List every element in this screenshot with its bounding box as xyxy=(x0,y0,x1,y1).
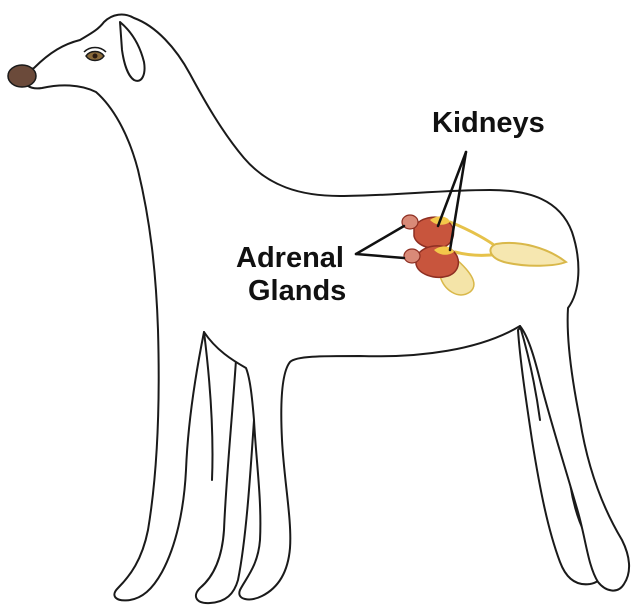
dog-body-outline xyxy=(24,15,629,601)
far-front-leg xyxy=(196,360,258,603)
dog-nose xyxy=(8,65,36,87)
kidneys-label: Kidneys xyxy=(432,108,545,139)
adrenal-gland-lower xyxy=(404,249,420,263)
front-leg-contour xyxy=(204,332,213,480)
adrenal-label-line2: Glands xyxy=(248,276,346,307)
adrenal-label-line1: Adrenal xyxy=(236,243,344,274)
